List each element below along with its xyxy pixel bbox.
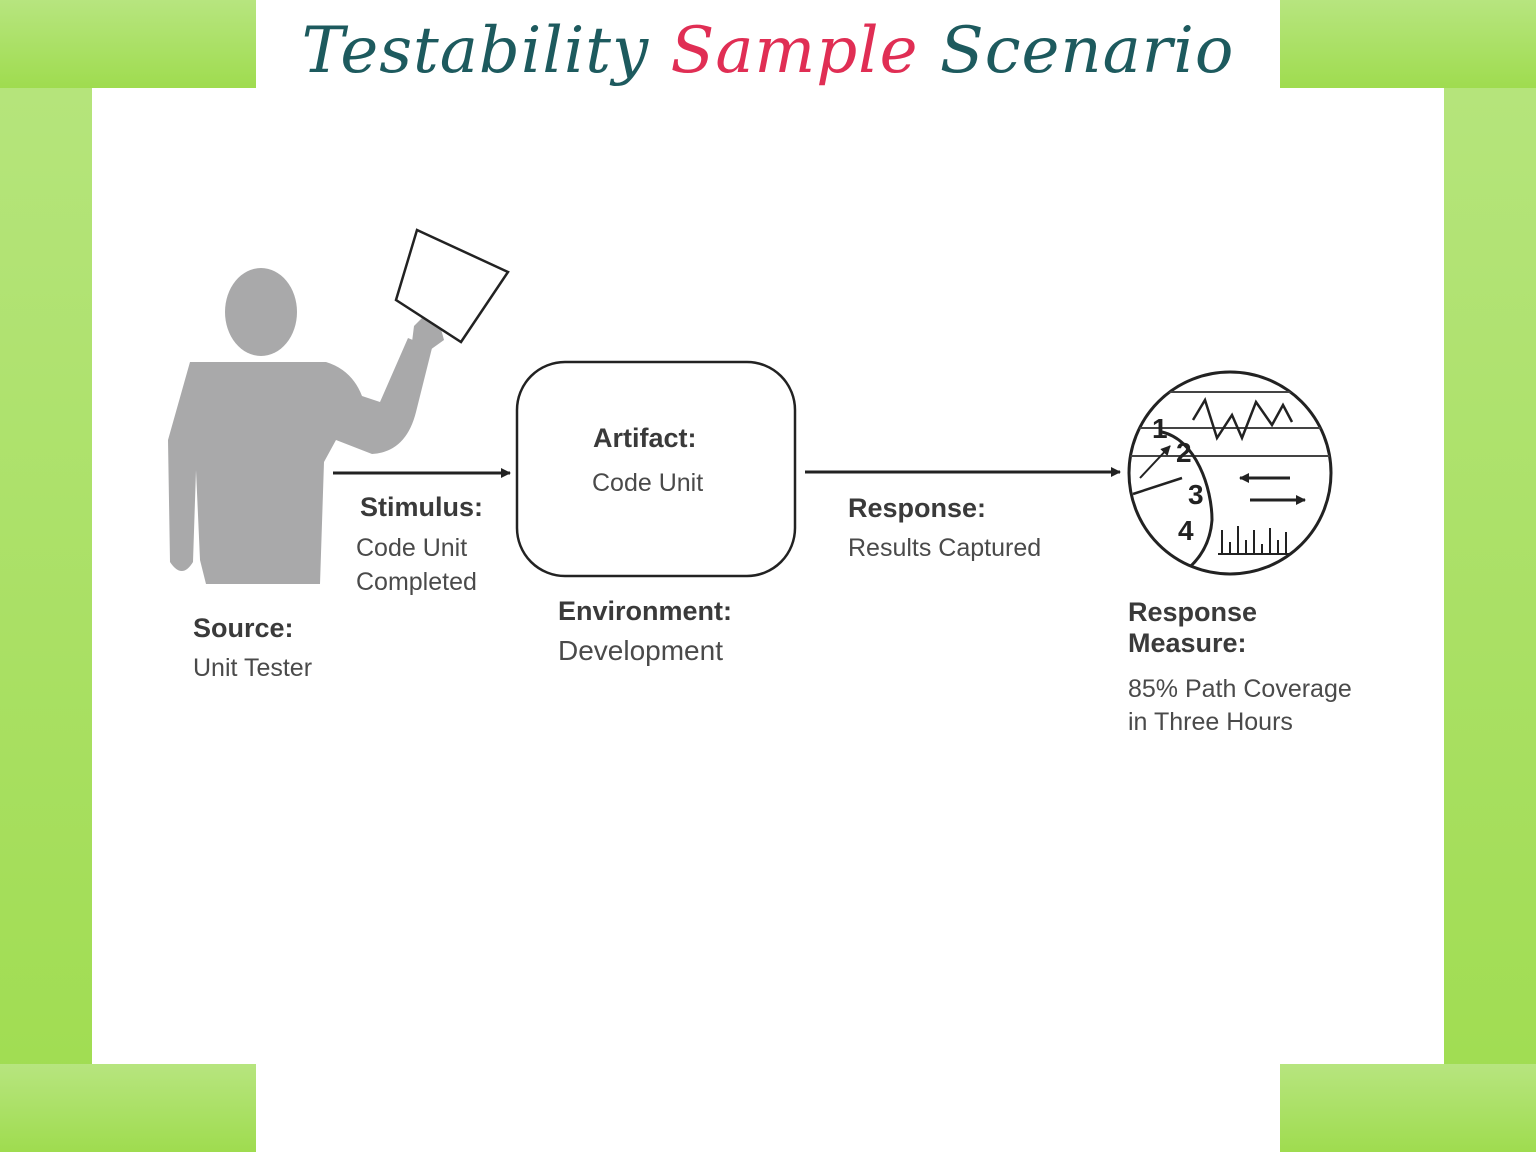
person-figure [168,228,510,584]
person-body [168,338,432,584]
frame-left-bar [0,0,92,1152]
page-title: Testability Sample Scenario [0,14,1536,88]
stimulus-heading: Stimulus: [360,492,483,522]
artifact-heading: Artifact: [593,423,697,453]
response-measure-heading-1: Response [1128,597,1257,627]
stimulus-line-1: Code Unit [356,534,467,562]
response-heading: Response: [848,493,986,523]
artifact-value: Code Unit [592,469,703,497]
dial-number-1: 1 [1152,413,1168,444]
frame-top-left-corner [0,0,256,88]
frame-bottom-right-corner [1280,1064,1536,1152]
response-measure-line-2: in Three Hours [1128,708,1293,736]
dial-number-2: 2 [1176,437,1192,468]
response-value: Results Captured [848,534,1041,562]
person-head [225,268,297,356]
paper-sheet-icon [394,228,510,344]
title-part-3: Scenario [939,14,1235,88]
source-heading: Source: [193,613,294,643]
response-measure-heading-2: Measure: [1128,628,1247,658]
stimulus-line-2: Completed [356,568,477,596]
response-measure-line-1: 85% Path Coverage [1128,675,1352,703]
measurement-dial-icon: 1 2 3 4 [1127,370,1333,576]
title-part-1: Testability [301,14,650,88]
title-part-2: Sample [670,14,919,88]
dial-number-3: 3 [1188,479,1204,510]
artifact-box [515,360,797,578]
frame-top-right-corner [1280,0,1536,88]
dial-number-4: 4 [1178,515,1194,546]
frame-bottom-left-corner [0,1064,256,1152]
source-value: Unit Tester [193,654,312,682]
environment-value: Development [558,635,723,666]
frame-right-bar [1444,0,1536,1152]
environment-heading: Environment: [558,596,732,626]
